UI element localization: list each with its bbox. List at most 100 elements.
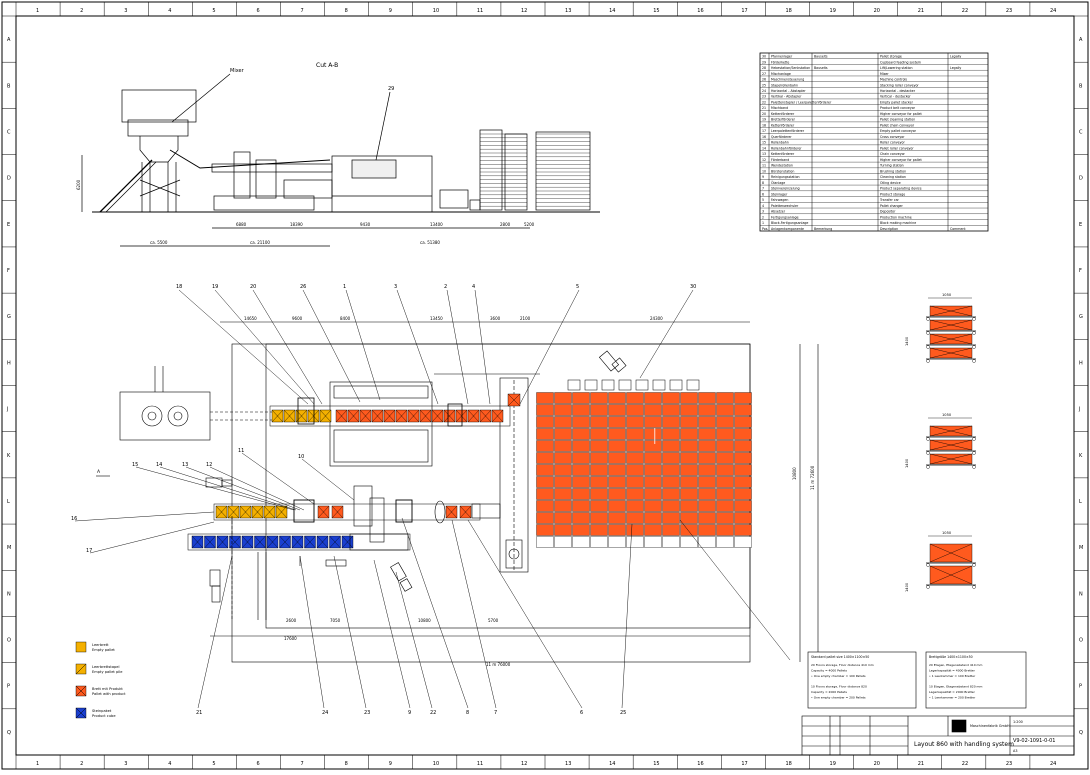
rack-cell-full xyxy=(680,512,698,524)
scale-letter-right: N xyxy=(1079,591,1083,597)
rack-cell-full xyxy=(626,488,644,500)
parts-row-english: Cleaning station xyxy=(880,175,906,179)
callout-number-top: 26 xyxy=(300,284,306,290)
rack-cell-full xyxy=(698,392,716,404)
rack-cell-full xyxy=(590,416,608,428)
section-dim-height: 6200 xyxy=(76,179,81,190)
turning-device xyxy=(434,500,446,524)
rack-cell-full xyxy=(734,500,752,512)
parts-row-german: Fertigungsanlage xyxy=(771,215,799,219)
rack-cell-full xyxy=(536,392,554,404)
empty-pallet-middle-cross xyxy=(227,505,240,519)
legend-label-de: Leerbrettstapel xyxy=(92,665,120,669)
scale-letter-left: L xyxy=(7,499,10,505)
scale-number-top: 12 xyxy=(521,8,527,14)
parts-header-no: Pos. xyxy=(762,227,768,231)
parts-row-no: 10 xyxy=(762,169,766,173)
company-logo xyxy=(951,719,967,733)
parts-row-english: Higher conveyor for pallet xyxy=(880,158,922,162)
rack-top-block xyxy=(567,379,581,391)
scale-number-top: 10 xyxy=(433,8,439,14)
legend-label-de: Steinpaket xyxy=(92,709,112,713)
section-lift xyxy=(479,129,503,211)
side-wheel xyxy=(972,585,976,589)
scale-number-bottom: 19 xyxy=(830,761,836,767)
legend-label-en: Product cube xyxy=(92,714,116,718)
side-stack-cross xyxy=(929,319,973,331)
rack-cell-full xyxy=(716,404,734,416)
rack-cell-full xyxy=(734,476,752,488)
section-dim-top: 13400 xyxy=(430,222,443,227)
rack-cell-full xyxy=(554,452,572,464)
parts-row-english: Transfer car xyxy=(879,198,900,202)
rack-cell-full xyxy=(626,392,644,404)
parts-row-no: 29 xyxy=(762,60,766,64)
scale-number-top: 24 xyxy=(1050,8,1056,14)
rack-cell-full xyxy=(608,464,626,476)
rack-cell-full xyxy=(536,416,554,428)
scale-letter-right: O xyxy=(1079,638,1083,644)
parts-row-german: Absetzer xyxy=(771,210,786,214)
product-cube-line xyxy=(187,533,411,551)
scale-number-top: 2 xyxy=(80,8,83,14)
plan-dim-right-1: 10800 xyxy=(792,467,797,480)
scale-number-top: 23 xyxy=(1006,8,1012,14)
info-box-line: 10 Etagen, Etagenabstand 820 mm xyxy=(929,685,982,689)
rack-cell-full xyxy=(662,392,680,404)
rack-top-block xyxy=(601,379,615,391)
scale-number-top: 21 xyxy=(918,8,924,14)
rack-cell-full xyxy=(734,440,752,452)
empty-pallet-upper-cross xyxy=(283,409,296,423)
parts-row-no: 7 xyxy=(762,187,764,191)
top-grid-scale: 1122334455667788991010111112121313141415… xyxy=(15,2,1056,769)
empty-pallet-middle-cross xyxy=(239,505,252,519)
parts-row-german: Förderkette xyxy=(771,60,789,64)
rack-cell-full xyxy=(680,440,698,452)
scale-letter-left: A xyxy=(7,37,11,43)
rack-cell-full xyxy=(680,464,698,476)
rack-cell-empty xyxy=(626,536,644,548)
callout-leader-top xyxy=(446,289,469,405)
parts-row-english: Pallet storage xyxy=(880,55,902,59)
rack-cell-full xyxy=(536,524,554,536)
rack-cell-full xyxy=(716,500,734,512)
rack-cell-full xyxy=(680,524,698,536)
scale-number-bottom: 4 xyxy=(168,761,171,767)
product-cube-cross xyxy=(191,535,204,549)
inner-frame xyxy=(15,15,1075,756)
product-pallet-upper-cross xyxy=(347,409,360,423)
side-dim-text: 1050 xyxy=(942,293,952,297)
rack-cell-full xyxy=(590,452,608,464)
parts-row-english: Product separating device xyxy=(880,187,922,191)
callout-leader-top xyxy=(639,289,694,379)
parts-row-german: Vertikal - Abstapler xyxy=(771,95,802,99)
parts-row-german: Leerpalettenförderer xyxy=(771,129,805,133)
parts-row-english: Machine controls xyxy=(880,78,907,82)
parts-row-german: Steinlager xyxy=(771,192,788,196)
product-pallet-middle-cross xyxy=(331,505,344,519)
side-wheel xyxy=(926,465,930,469)
callout-number-bottom: 8 xyxy=(466,710,469,716)
middle-station-2 xyxy=(395,499,413,523)
parts-row-no: 25 xyxy=(762,83,766,87)
rack-cell-empty xyxy=(590,536,608,548)
scale-number-bottom: 20 xyxy=(874,761,880,767)
rack-cell-full xyxy=(680,404,698,416)
rack-cell-full xyxy=(572,464,590,476)
rack-cell-full xyxy=(698,464,716,476)
rack-cell-full xyxy=(698,488,716,500)
rack-cell-full xyxy=(716,464,734,476)
plan-dim-bottom: 17600 xyxy=(284,636,297,641)
parts-row-no: 14 xyxy=(762,146,766,150)
product-pallet-upper-cross xyxy=(491,409,504,423)
parts-row-english: Higher conveyor for pallet xyxy=(880,112,922,116)
scale-number-bottom: 9 xyxy=(389,761,392,767)
scale-number-bottom: 13 xyxy=(565,761,571,767)
product-pallet-middle-cross xyxy=(445,505,458,519)
mixer-leader xyxy=(171,73,231,123)
rack-cell-full xyxy=(608,440,626,452)
scale-letter-right: E xyxy=(1079,222,1082,228)
scale-number-top: 5 xyxy=(212,8,215,14)
